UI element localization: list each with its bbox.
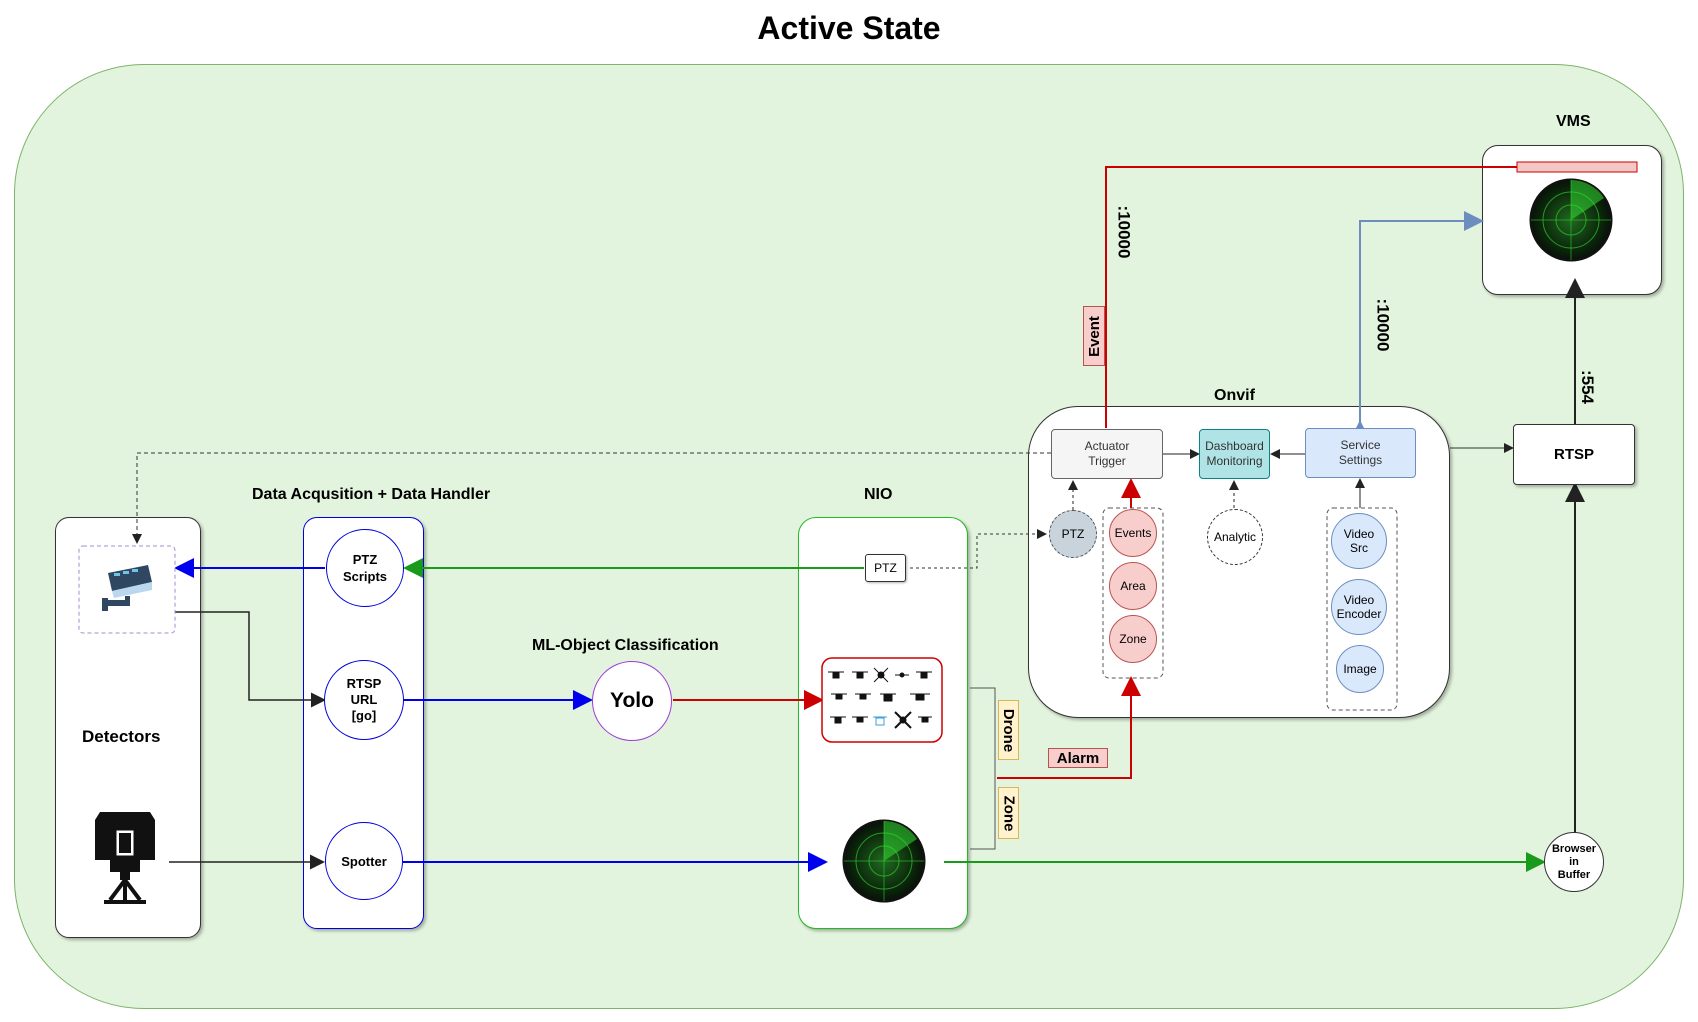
service-vms-link: [1350, 211, 1484, 440]
browser-buffer-node[interactable]: Browser in Buffer: [1544, 832, 1604, 892]
ml-label: ML-Object Classification: [532, 637, 719, 654]
vms-label: VMS: [1556, 113, 1591, 130]
vms-radar-icon: [1529, 178, 1613, 262]
image-label: Image: [1343, 662, 1377, 676]
dashboard-monitoring-label: Dashboard Monitoring: [1205, 439, 1264, 468]
actuator-trigger-label: Actuator Trigger: [1084, 439, 1130, 468]
nio-label: NIO: [864, 486, 893, 503]
rtsp-label: RTSP: [1553, 446, 1594, 463]
vms-event-bar: [1516, 161, 1638, 173]
spotter-node[interactable]: Spotter: [325, 822, 403, 900]
zone-node[interactable]: Zone: [1109, 615, 1157, 663]
ptz-nio-node[interactable]: PTZ: [865, 554, 906, 582]
image-node[interactable]: Image: [1336, 645, 1384, 693]
onvif-label: Onvif: [1214, 387, 1255, 404]
zone-label: Zone: [1119, 632, 1147, 646]
dashboard-monitoring-node[interactable]: Dashboard Monitoring: [1199, 429, 1270, 479]
drone-tag-label: Drone: [1000, 708, 1017, 752]
ptz-onvif-node[interactable]: PTZ: [1049, 510, 1097, 558]
video-src-node[interactable]: Video Src: [1331, 513, 1387, 569]
ptz-nio-label: PTZ: [874, 561, 897, 575]
ptz-nio-onvif-link: [910, 529, 1047, 569]
actuator-camera-link: [132, 452, 1051, 544]
drone-tag: Drone: [998, 700, 1019, 760]
spotter-label: Spotter: [341, 853, 387, 869]
video-encoder-node[interactable]: Video Encoder: [1331, 579, 1387, 635]
analytic-label: Analytic: [1213, 530, 1257, 544]
detectors-label: Detectors: [82, 727, 161, 746]
alarm-tag: Alarm: [1048, 748, 1108, 768]
rtsp-url-node[interactable]: RTSP URL [go]: [324, 660, 404, 740]
diagram-title: Active State: [757, 10, 941, 46]
event-tag: Event: [1083, 306, 1105, 366]
zone-tag-label: Zone: [1000, 795, 1017, 831]
video-group-box: [1326, 507, 1398, 711]
alarm-tag-label: Alarm: [1056, 749, 1100, 767]
security-camera-icon: [102, 565, 152, 611]
actuator-trigger-node[interactable]: Actuator Trigger: [1051, 429, 1163, 479]
events-node[interactable]: Events: [1109, 509, 1157, 557]
video-encoder-label: Video Encoder: [1336, 593, 1382, 621]
port-10000-label-a: :10000: [1114, 205, 1134, 259]
analytic-node[interactable]: Analytic: [1207, 509, 1263, 565]
yolo-node[interactable]: Yolo: [592, 661, 672, 741]
rtsp-node[interactable]: RTSP: [1513, 424, 1635, 485]
browser-buffer-label: Browser in Buffer: [1551, 842, 1597, 881]
ptz-scripts-label: PTZ Scripts: [342, 552, 388, 584]
ptz-onvif-label: PTZ: [1061, 527, 1085, 541]
event-tag-label: Event: [1085, 315, 1103, 357]
service-settings-node[interactable]: Service Settings: [1305, 428, 1416, 478]
ptz-scripts-node[interactable]: PTZ Scripts: [326, 529, 404, 607]
drones-icon: [828, 667, 932, 729]
alarm-link: [997, 676, 1141, 779]
area-label: Area: [1120, 579, 1146, 593]
port-554-label: :554: [1578, 369, 1598, 405]
data-acq-label: Data Acqusition + Data Handler: [252, 486, 491, 503]
detection-bracket: [970, 687, 996, 850]
events-label: Events: [1114, 526, 1152, 540]
rtsp-url-label: RTSP URL [go]: [346, 676, 382, 723]
video-src-label: Video Src: [1343, 527, 1375, 555]
service-settings-label: Service Settings: [1338, 438, 1383, 467]
event-line: [1105, 166, 1517, 428]
camera-rtsp-link: [175, 611, 326, 708]
laser-scanner-icon: [95, 812, 155, 904]
yolo-label: Yolo: [610, 689, 654, 712]
nio-radar-icon: [842, 819, 926, 903]
port-10000-label-b: :10000: [1373, 298, 1393, 352]
area-node[interactable]: Area: [1109, 562, 1157, 610]
zone-tag: Zone: [998, 787, 1019, 839]
drones-box: [821, 657, 943, 743]
